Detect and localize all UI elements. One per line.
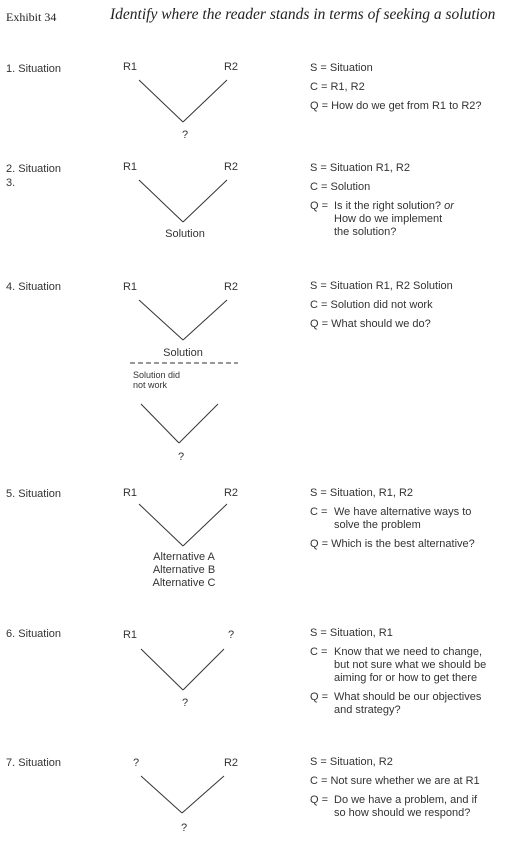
r1-label: R1 — [123, 487, 137, 499]
v-diagram: ? R2 ? — [120, 756, 260, 843]
question-line: Q = What should be our objectives and st… — [310, 691, 515, 717]
scq-block: S = Situation R1, R2 C = Solution Q = Is… — [310, 162, 515, 245]
exhibit-title: Identify where the reader stands in term… — [110, 6, 496, 23]
alternative-a: Alternative A — [153, 551, 215, 563]
complication-value: We have alternative ways to solve the pr… — [334, 506, 472, 531]
v-left-line — [140, 648, 184, 691]
v-diagram-svg: R1 ? ? — [123, 629, 234, 709]
question-line: Q = Is it the right solution? or How do … — [310, 200, 515, 239]
v-diagram-svg: R1 R2 Solution — [123, 161, 238, 240]
question-key: Q = — [310, 691, 329, 703]
v-diagram-svg: R1 R2 ? — [123, 61, 238, 141]
question-line: Q = What should we do? — [310, 318, 431, 330]
exhibit-number: Exhibit 34 — [6, 10, 57, 24]
situation-label: 2. Situation 3. — [6, 163, 62, 189]
v-right-line — [182, 503, 228, 547]
question-line: Q = How do we get from R1 to R2? — [310, 100, 482, 112]
v-right-line-2 — [178, 403, 219, 444]
v-left-line — [140, 775, 183, 814]
situation-line: S = Situation — [310, 62, 373, 74]
unknown-start-mark: ? — [133, 757, 139, 769]
unknown-target-mark: ? — [228, 629, 234, 641]
v-right-line — [181, 775, 225, 814]
question-value: Is it the right solution? or How do we i… — [334, 200, 515, 239]
v-left-line — [138, 179, 184, 223]
situation-line: S = Situation, R1, R2 — [310, 487, 414, 499]
v-left-line — [138, 299, 184, 341]
v-right-line — [182, 79, 228, 123]
complication-line: C = Solution — [310, 181, 371, 193]
r1-label: R1 — [123, 61, 137, 73]
scq-block: S = Situation, R2 C = Not sure whether w… — [310, 756, 515, 826]
question-part-2: How do we implement the solution? — [334, 213, 443, 238]
v-left-line-2 — [140, 403, 180, 444]
v-left-line — [138, 503, 184, 547]
alternative-c: Alternative C — [153, 577, 216, 589]
question-key: Q = — [310, 200, 329, 212]
complication-line: C = Solution did not work — [310, 299, 433, 311]
scq-block: S = Situation C = R1, R2 Q = How do we g… — [310, 62, 515, 119]
scq-block: S = Situation R1, R2 Solution C = Soluti… — [310, 280, 515, 337]
situation-label: 5. Situation — [6, 488, 62, 500]
situation-label: 4. Situation — [6, 281, 62, 293]
complication-line: C = We have alternative ways to solve th… — [310, 506, 515, 532]
complication-key: C = — [310, 506, 328, 518]
v-diagram: R1 ? ? — [120, 627, 260, 722]
note-line-2: not work — [133, 380, 168, 390]
r2-label: R2 — [224, 161, 238, 173]
question-value: What should be our objectives and strate… — [334, 691, 482, 716]
unknown-mark: ? — [182, 129, 188, 141]
r1-label: R1 — [123, 629, 137, 641]
complication-line: C = Know that we need to change, but not… — [310, 646, 515, 685]
situation-label: 6. Situation — [6, 628, 62, 640]
alternative-b: Alternative B — [153, 564, 215, 576]
scq-block: S = Situation, R1 C = Know that we need … — [310, 627, 515, 723]
complication-line: C = R1, R2 — [310, 81, 365, 93]
v-right-line — [182, 648, 225, 691]
unknown-mark: ? — [182, 697, 188, 709]
note-line-1: Solution did — [133, 370, 180, 380]
scq-block: S = Situation, R1, R2 C = We have altern… — [310, 487, 515, 557]
r2-label: R2 — [224, 757, 238, 769]
question-line: Q = Which is the best alternative? — [310, 538, 475, 550]
r2-label: R2 — [224, 281, 238, 293]
r1-label: R1 — [123, 281, 137, 293]
r2-label: R2 — [224, 61, 238, 73]
situation-line: S = Situation, R2 — [310, 756, 393, 768]
complication-value: Know that we need to change, but not sur… — [334, 646, 487, 684]
unknown-mark: ? — [178, 451, 184, 463]
solution-label: Solution — [163, 347, 203, 359]
question-line: Q = Do we have a problem, and if so how … — [310, 794, 515, 820]
solution-label: Solution — [165, 228, 205, 240]
question-key: Q = — [310, 794, 329, 806]
question-or: or — [444, 200, 454, 212]
v-right-line — [182, 179, 228, 223]
situation-line: S = Situation R1, R2 Solution — [310, 280, 453, 292]
v-diagram: R1 R2 Solution — [120, 161, 260, 257]
v-diagram-svg: R1 R2 Solution Solution did not work ? — [123, 281, 238, 463]
v-diagram: R1 R2 Alternative A Alternative B Altern… — [120, 487, 260, 602]
exhibit-header: Exhibit 34 Identify where the reader sta… — [0, 6, 517, 30]
v-diagram-svg: R1 R2 Alternative A Alternative B Altern… — [123, 487, 238, 589]
situation-line: S = Situation, R1 — [310, 627, 393, 639]
v-diagram-svg: ? R2 ? — [133, 757, 238, 834]
situation-line: S = Situation R1, R2 — [310, 162, 410, 174]
situation-label: 1. Situation — [6, 63, 62, 75]
v-diagram: R1 R2 ? — [120, 61, 260, 157]
situation-label: 7. Situation — [6, 757, 62, 769]
r1-label: R1 — [123, 161, 137, 173]
unknown-mark: ? — [181, 822, 187, 834]
v-left-line — [138, 79, 184, 123]
v-diagram: R1 R2 Solution Solution did not work ? — [120, 280, 260, 470]
solution-failed-note: Solution did not work — [133, 370, 183, 390]
question-value: Do we have a problem, and if so how shou… — [334, 794, 478, 819]
complication-line: C = Not sure whether we are at R1 — [310, 775, 480, 787]
complication-key: C = — [310, 646, 328, 658]
v-right-line — [182, 299, 228, 341]
question-part-1: Is it the right solution? — [334, 200, 442, 212]
r2-label: R2 — [224, 487, 238, 499]
